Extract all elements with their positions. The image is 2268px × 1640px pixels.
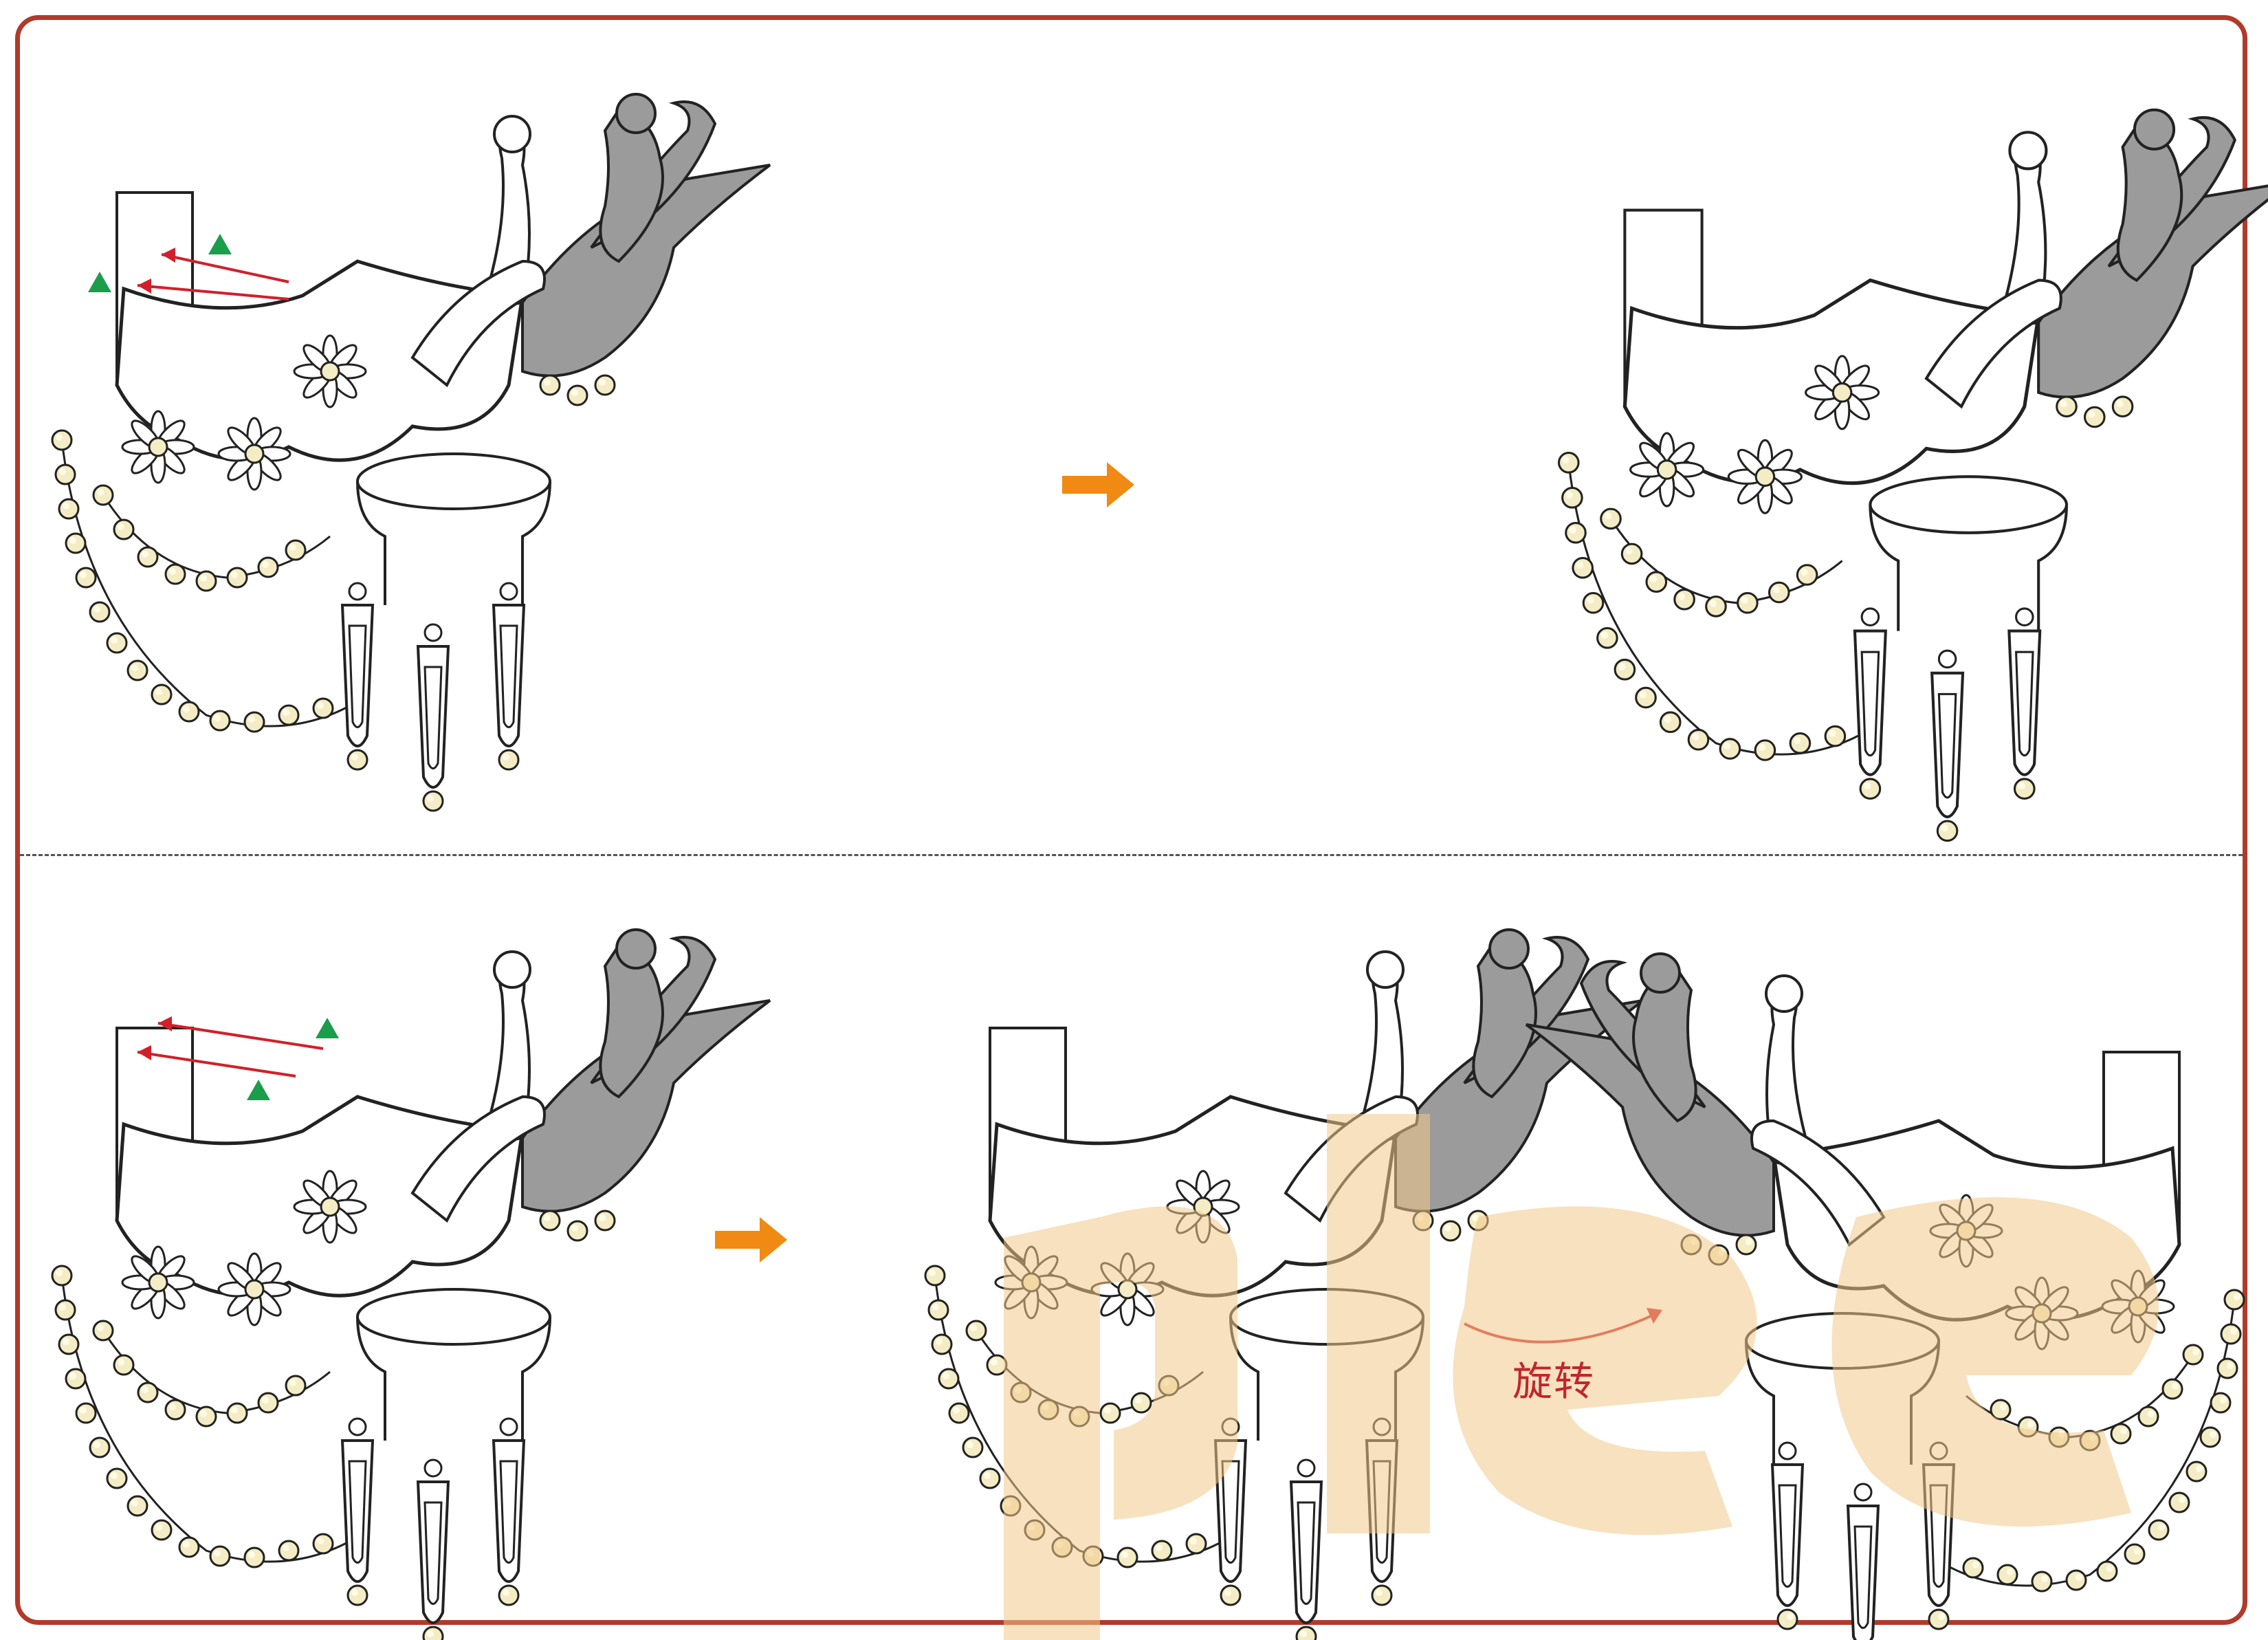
red-arrow-icon (137, 278, 151, 294)
red-arrow-icon (137, 284, 289, 300)
guide-arrows-bottom (137, 1016, 339, 1100)
red-arrow-icon (137, 1045, 151, 1060)
green-triangle-icon (316, 1018, 339, 1038)
red-arrow-icon (162, 248, 175, 263)
red-arrow-icon (137, 1051, 296, 1078)
orange-arrow-icon (715, 1217, 787, 1262)
red-arrow-icon (158, 1016, 172, 1031)
section-divider (20, 854, 2243, 856)
watermark (1004, 1114, 2159, 1640)
orange-arrow-icon (1062, 462, 1134, 507)
red-arrow-icon (157, 1022, 324, 1050)
green-triangle-icon (208, 234, 232, 254)
rotate-label: 旋转 (1512, 1358, 1596, 1405)
headdress-step-2-before (52, 930, 770, 1640)
green-triangle-icon (247, 1080, 270, 1100)
red-arrow-icon (161, 253, 289, 283)
guide-arrows-top (88, 234, 289, 300)
headdress-step-1-before (52, 94, 770, 811)
headdress-step-1-after (1559, 110, 2268, 841)
green-triangle-icon (88, 272, 111, 292)
